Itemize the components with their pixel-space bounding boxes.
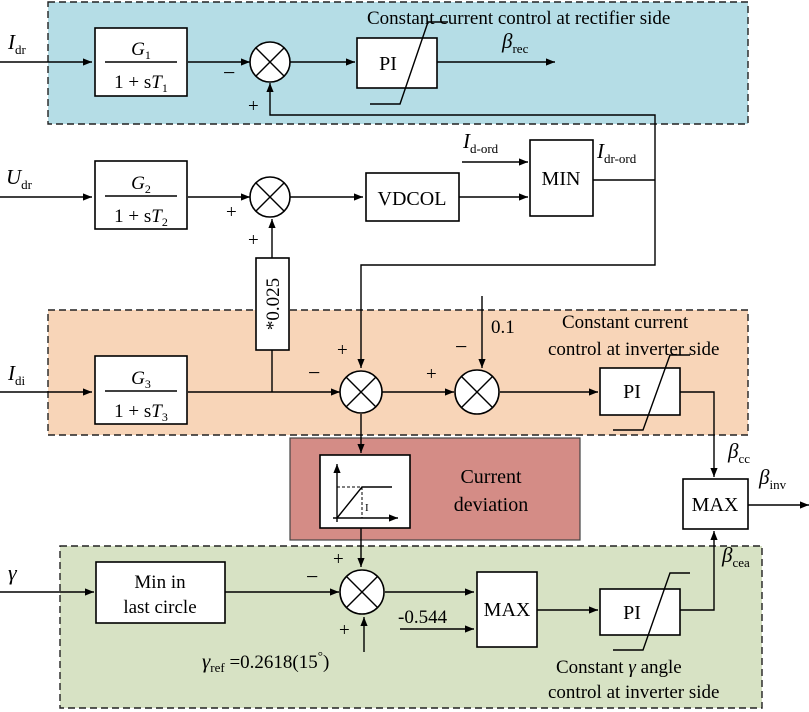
beta-cea-label: βcea [721,543,750,570]
svg-text:PI: PI [623,381,641,403]
constant-0-1-label: 0.1 [491,317,515,338]
idi-label: Idi [7,361,26,388]
svg-text:Min in: Min in [134,572,186,593]
sign-s1-left: − [223,60,235,85]
gain-block: *0.025 [255,257,290,351]
idr-ord-label: Idr-ord [596,139,637,166]
idr-label: Idr [7,30,27,57]
svg-text:G1: G1 [131,39,151,62]
id-ord-label: Id-ord [462,129,499,156]
rectifier-region-title: Constant current control at rectifier si… [367,8,670,29]
sign-s3-left: − [308,360,320,385]
gamma-input-label: γ [8,560,18,585]
max-gamma-block: MAX [476,571,538,648]
vdcol-block: VDCOL [365,172,460,222]
summing-junction-gamma [339,569,385,615]
gamma-ref-label: γref =0.2618(15°) [202,648,329,675]
svg-text:1 + sT1: 1 + sT1 [114,72,168,95]
max-output-block: MAX [682,478,749,530]
gamma-title-line2: control at inverter side [548,682,719,703]
inverter-cc-title-line1: Constant current [562,312,689,333]
min-last-circle-block: Min in last circle [95,561,226,624]
svg-text:VDCOL: VDCOL [378,188,447,210]
gamma-title-line1: Constant γ angle [556,657,682,678]
svg-text:PI: PI [379,53,397,75]
summing-junction-rectifier [249,41,291,83]
svg-text:MIN: MIN [542,168,581,190]
g2-transfer-block: G2 1 + sT2 [94,160,188,230]
svg-text:MAX: MAX [484,599,531,621]
constant-neg-0-544-label: -0.544 [398,607,448,628]
g3-transfer-block: G3 1 + sT3 [94,355,188,425]
sign-s2-bottom: + [248,230,259,251]
svg-text:G3: G3 [131,368,151,391]
svg-text:G2: G2 [131,173,151,196]
sign-s2-left: + [226,202,237,223]
pi-inverter-cc-block: PI [599,354,690,431]
svg-text:I: I [365,502,369,514]
beta-inv-label: βinv [758,465,787,492]
svg-text:1 + sT3: 1 + sT3 [114,401,168,424]
sign-s3-top: + [337,340,348,361]
sign-s5-top: + [333,549,344,570]
g1-transfer-block: G1 1 + sT1 [94,27,188,97]
sign-s4-left: + [426,364,437,385]
beta-cc-label: βcc [727,439,750,466]
min-block: MIN [529,139,594,217]
sign-s5-left: − [306,564,318,589]
sign-s1-bottom: + [248,96,259,117]
inverter-cc-title-line2: control at inverter side [548,339,719,360]
deviation-title-line1: Current [460,466,522,488]
svg-text:last circle: last circle [123,597,196,618]
summing-junction-voltage [249,176,291,218]
pi-rectifier-block: PI [356,21,448,105]
sign-s4-top: − [455,334,467,359]
deviation-characteristic-block: I [319,454,411,529]
pi-gamma-block: PI [599,572,690,651]
svg-text:MAX: MAX [692,494,739,516]
svg-text:1 + sT2: 1 + sT2 [114,206,168,229]
beta-rec-label: βrec [501,29,529,56]
udr-label: Udr [6,165,33,192]
deviation-title-line2: deviation [454,494,528,516]
summing-junction-inverter-2 [454,369,500,415]
sign-s5-bottom: + [339,620,350,641]
svg-text:PI: PI [623,602,641,624]
summing-junction-inverter-1 [339,370,383,414]
svg-text:*0.025: *0.025 [263,278,284,330]
